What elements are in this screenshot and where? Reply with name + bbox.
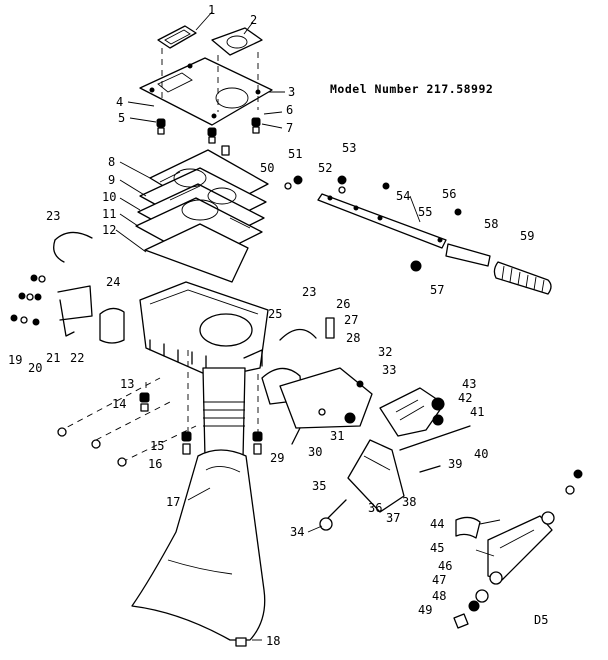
callout-21: 21 [46, 351, 60, 365]
swivel-bracket [261, 317, 373, 445]
callout-54: 54 [396, 189, 410, 203]
callout-58: 58 [484, 217, 498, 231]
callout-43: 43 [462, 377, 476, 391]
callout-24: 24 [106, 275, 120, 289]
callout-30: 30 [308, 445, 322, 459]
callout-50: 50 [260, 161, 274, 175]
gasket-stack [135, 149, 269, 283]
callout-9: 9 [108, 173, 115, 187]
callout-39: 39 [448, 457, 462, 471]
callout-13: 13 [120, 377, 134, 391]
callout-10: 10 [102, 190, 116, 204]
callout-17: 17 [166, 495, 180, 509]
left-clamp-group [10, 231, 125, 344]
callout-11: 11 [102, 207, 116, 221]
callout-52: 52 [318, 161, 332, 175]
callout-3: 3 [288, 85, 295, 99]
callout-18: 18 [266, 634, 280, 648]
callout-22: 22 [70, 351, 84, 365]
callout-26: 26 [336, 297, 350, 311]
callout-7: 7 [286, 121, 293, 135]
callout-46: 46 [438, 559, 452, 573]
leader-lines [115, 11, 501, 641]
callout-2: 2 [250, 13, 257, 27]
main-housing [139, 281, 269, 379]
callout-29: 29 [270, 451, 284, 465]
callout-5: 5 [118, 111, 125, 125]
top-screws [156, 117, 261, 156]
callout-48: 48 [432, 589, 446, 603]
callout-27: 27 [344, 313, 358, 327]
callout-15: 15 [150, 439, 164, 453]
callout-28: 28 [346, 331, 360, 345]
tiller-arm [284, 175, 552, 295]
callout-51: 51 [288, 147, 302, 161]
callout-41: 41 [470, 405, 484, 419]
callout-25: 25 [268, 307, 282, 321]
top-cover-assembly [139, 25, 273, 126]
callout-49: 49 [418, 603, 432, 617]
page-code: D5 [534, 613, 548, 627]
callout-16: 16 [148, 457, 162, 471]
lower-right-assembly [453, 469, 583, 629]
callout-47: 47 [432, 573, 446, 587]
callout-36: 36 [368, 501, 382, 515]
callout-34: 34 [290, 525, 304, 539]
callout-23a: 23 [46, 209, 60, 223]
callout-37: 37 [386, 511, 400, 525]
callout-labels: 1 2 3 4 5 6 7 8 9 10 11 12 13 14 15 16 1… [8, 3, 534, 648]
clamp-bracket [319, 387, 471, 531]
callout-20: 20 [28, 361, 42, 375]
callout-57: 57 [430, 283, 444, 297]
callout-19: 19 [8, 353, 22, 367]
callout-40: 40 [474, 447, 488, 461]
leg-housing [131, 367, 266, 647]
callout-56: 56 [442, 187, 456, 201]
callout-55: 55 [418, 205, 432, 219]
callout-53: 53 [342, 141, 356, 155]
callout-8: 8 [108, 155, 115, 169]
callout-42: 42 [458, 391, 472, 405]
callout-12: 12 [102, 223, 116, 237]
callout-59: 59 [520, 229, 534, 243]
callout-32: 32 [378, 345, 392, 359]
callout-14: 14 [112, 397, 126, 411]
callout-38: 38 [402, 495, 416, 509]
callout-35: 35 [312, 479, 326, 493]
callout-23b: 23 [302, 285, 316, 299]
callout-1: 1 [208, 3, 215, 17]
callout-45: 45 [430, 541, 444, 555]
bolt-lines [57, 350, 263, 467]
callout-4: 4 [116, 95, 123, 109]
callout-6: 6 [286, 103, 293, 117]
callout-44: 44 [430, 517, 444, 531]
callout-31: 31 [330, 429, 344, 443]
callout-33: 33 [382, 363, 396, 377]
model-number-text: Model Number 217.58992 [330, 82, 493, 96]
